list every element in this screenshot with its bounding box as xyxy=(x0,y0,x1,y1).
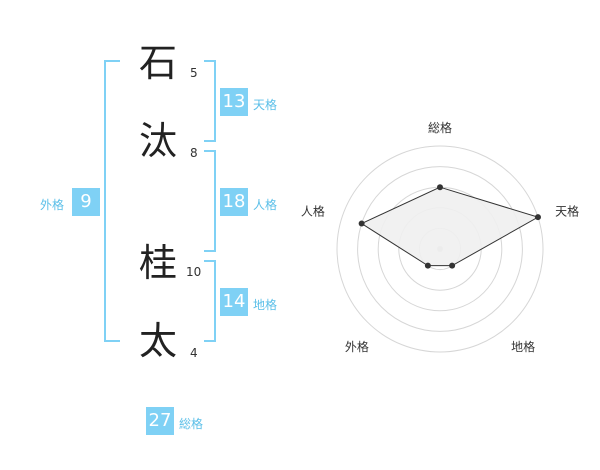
tenkaku-value: 13 xyxy=(220,88,248,116)
radar-axis-label-5: 人格 xyxy=(301,204,325,219)
radar-grid-ring-5 xyxy=(336,145,544,353)
radar-point-2 xyxy=(534,214,541,221)
chikaku-bracket xyxy=(204,260,216,342)
gaikaku-bracket xyxy=(104,60,120,342)
radar-point-1 xyxy=(437,184,443,191)
name-char-3: 桂 xyxy=(138,241,177,285)
stroke-count-4: 4 xyxy=(190,346,198,360)
name-char-2: 汰 xyxy=(138,119,177,163)
chikaku-label: 地格 xyxy=(253,298,278,312)
radar-axis-label-3: 地格 xyxy=(511,339,535,354)
radar-axis-label-4: 外格 xyxy=(345,339,369,354)
stroke-count-2: 8 xyxy=(190,146,198,160)
stroke-count-1: 5 xyxy=(190,66,198,80)
tenkaku-bracket xyxy=(204,60,216,142)
soukaku-value: 27 xyxy=(146,407,174,435)
radar-point-5 xyxy=(358,220,365,227)
stroke-count-3: 10 xyxy=(186,265,202,279)
radar-value-polygon xyxy=(360,186,540,267)
soukaku-label: 総格 xyxy=(179,417,204,431)
gaikaku-value: 9 xyxy=(72,188,100,216)
radar-axis-label-1: 総格 xyxy=(428,120,452,135)
name-char-4: 太 xyxy=(138,319,177,363)
chikaku-value: 14 xyxy=(220,288,248,316)
radar-grid-ring-4 xyxy=(357,166,523,332)
tenkaku-label: 天格 xyxy=(253,98,278,112)
name-char-1: 石 xyxy=(138,41,177,85)
radar-point-4 xyxy=(424,262,431,269)
radar-axis-label-2: 天格 xyxy=(555,204,579,219)
jinkaku-label: 人格 xyxy=(253,198,278,212)
radar-point-3 xyxy=(449,262,456,269)
jinkaku-value: 18 xyxy=(220,188,248,216)
jinkaku-bracket xyxy=(204,150,216,252)
gaikaku-label: 外格 xyxy=(40,198,65,212)
